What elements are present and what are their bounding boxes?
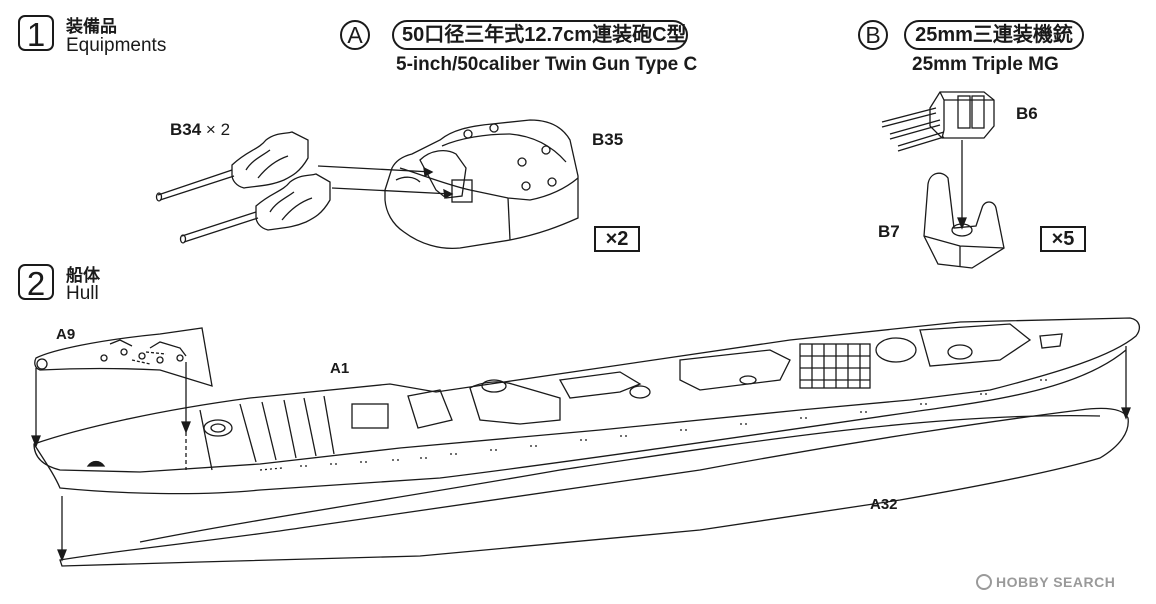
step-1-number: 1 <box>18 15 54 53</box>
part-label-b6: B6 <box>1016 104 1038 123</box>
watermark: HOBBY SEARCH <box>976 574 1115 590</box>
barrel-b34-upper <box>155 131 309 202</box>
barrel-b34-lower <box>179 173 331 244</box>
turret-b35 <box>384 119 579 250</box>
arrows-barrels-to-turret <box>317 165 454 200</box>
assembly-b-title-en: 25mm Triple MG <box>912 54 1059 75</box>
assembly-b-quantity: ×5 <box>1040 226 1086 252</box>
assembly-a-title-en: 5-inch/50caliber Twin Gun Type C <box>396 54 698 75</box>
step-1-title-jp: 装備品 <box>66 17 117 36</box>
hull-assembly-arrows <box>31 346 1131 562</box>
step-2-title-en: Hull <box>66 283 99 304</box>
assembly-a-title-jp: 50口径三年式12.7cm連装砲C型 <box>392 20 688 50</box>
assembly-b-letter: B <box>858 20 888 50</box>
part-b34-code: B34 <box>170 120 202 139</box>
part-b34-multiplier: × 2 <box>205 120 231 139</box>
hull-a32 <box>59 407 1129 567</box>
bow-deck-a9 <box>34 327 213 387</box>
watermark-text: HOBBY SEARCH <box>996 574 1116 590</box>
assembly-b-title-jp: 25mm三連装機銃 <box>904 20 1084 50</box>
step-2-title-jp: 船体 <box>66 266 100 285</box>
part-label-a1: A1 <box>330 360 350 377</box>
part-label-a9: A9 <box>56 326 76 343</box>
step-2-number: 2 <box>18 264 54 302</box>
part-label-b35: B35 <box>592 130 624 149</box>
arrow-b6-to-b7 <box>957 140 967 230</box>
part-label-a32: A32 <box>870 496 898 513</box>
triple-mg-b6 <box>881 91 995 152</box>
step-1-title-en: Equipments <box>66 35 167 56</box>
part-label-b7: B7 <box>878 222 900 241</box>
mount-b7 <box>923 172 1005 269</box>
assembly-a-quantity: ×2 <box>594 226 640 252</box>
part-label-b34: B34 × 2 <box>170 120 230 140</box>
assembly-a-letter: A <box>340 20 370 50</box>
deck-a1 <box>33 317 1141 495</box>
watermark-logo-icon <box>976 574 992 590</box>
